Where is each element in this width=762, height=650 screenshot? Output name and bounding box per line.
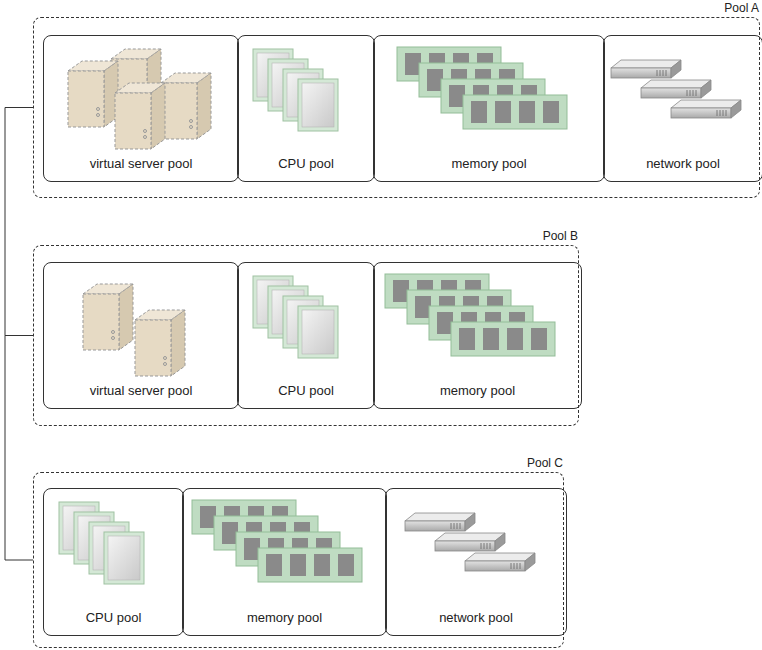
resource-pool-box: memory pool [182, 488, 387, 636]
pool-group: Pool Avirtual server poolCPU poolmemory … [33, 17, 760, 198]
resource-pool-box: virtual server pool [43, 35, 239, 182]
resource-pool-box: network pool [603, 35, 762, 182]
resource-pool-box: memory pool [373, 35, 605, 182]
pool-group: Pool Bvirtual server poolCPU poolmemory … [33, 245, 579, 426]
group-heading: Pool A [724, 1, 759, 15]
pool-label: memory pool [183, 610, 386, 625]
pool-label: virtual server pool [44, 383, 238, 398]
pool-label: network pool [604, 156, 762, 171]
pool-label: CPU pool [238, 156, 374, 171]
pool-group: Pool CCPU poolmemory poolnetwork pool [33, 472, 564, 648]
resource-pool-box: CPU pool [237, 35, 375, 182]
pool-bracket-line [5, 108, 33, 336]
resource-pool-box: virtual server pool [43, 262, 239, 409]
resource-pool-box: network pool [385, 488, 567, 636]
resource-pool-box: CPU pool [43, 488, 184, 636]
pool-label: CPU pool [44, 610, 183, 625]
pool-label: memory pool [374, 383, 581, 398]
group-heading: Pool B [543, 229, 578, 243]
group-heading: Pool C [527, 456, 563, 470]
resource-pool-box: CPU pool [237, 262, 375, 409]
pool-label: CPU pool [238, 383, 374, 398]
pool-label: memory pool [374, 156, 604, 171]
pool-bracket-line [5, 336, 33, 561]
resource-pool-box: memory pool [373, 262, 582, 409]
pool-label: virtual server pool [44, 156, 238, 171]
pool-label: network pool [386, 610, 566, 625]
